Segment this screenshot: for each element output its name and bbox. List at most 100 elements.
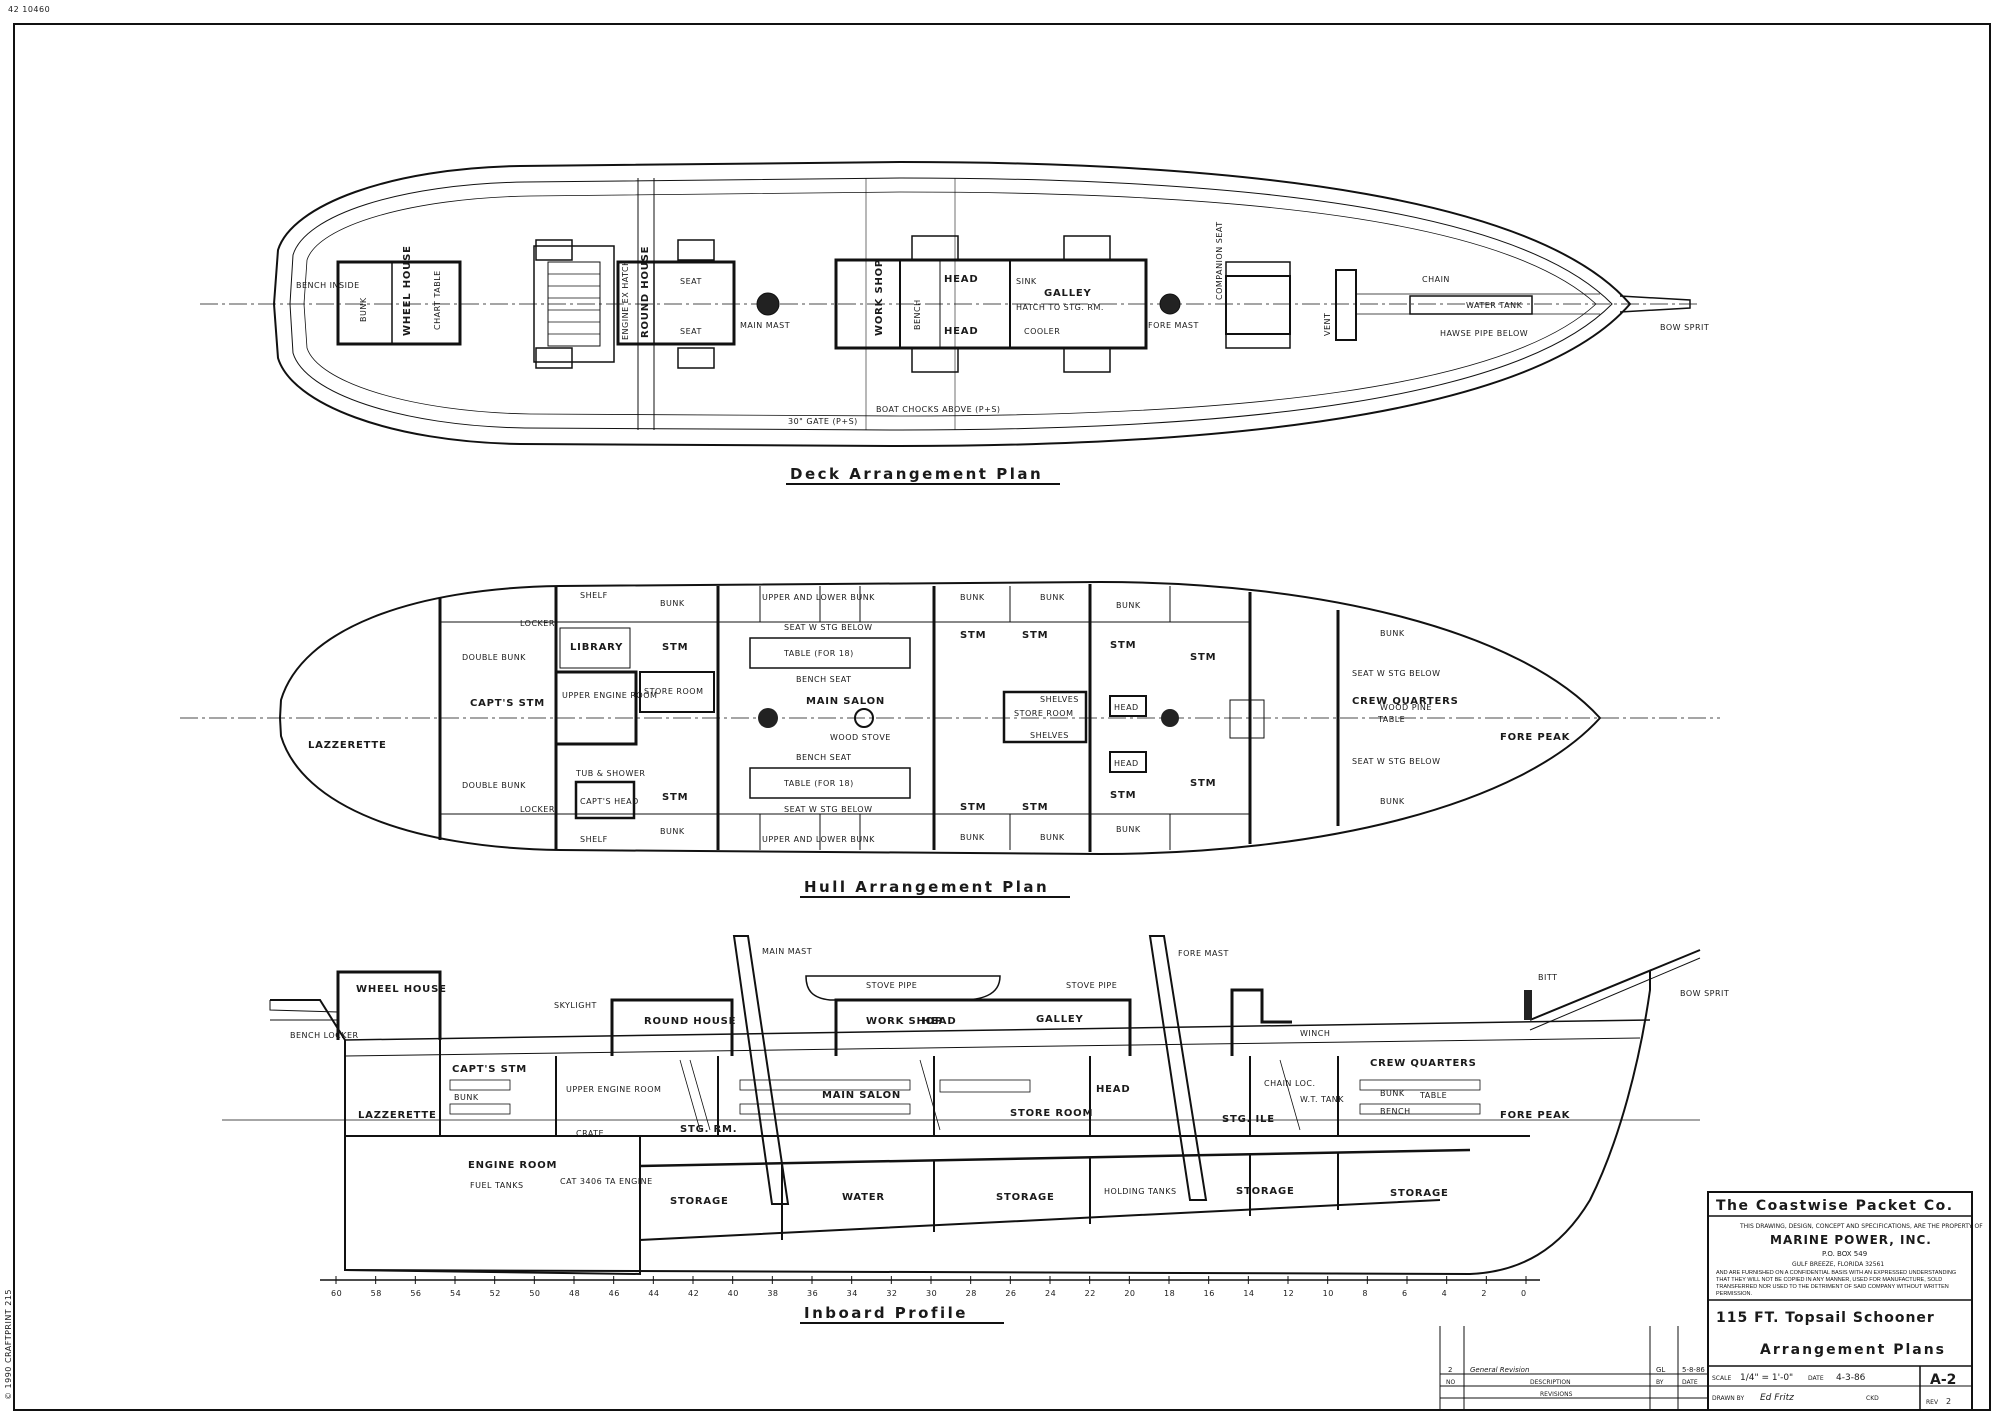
deck-companion-seat-2: [1225, 333, 1291, 349]
profile-fore-mast-label: FORE MAST: [1178, 949, 1229, 958]
hull-table-label-3: TABLE: [1377, 715, 1405, 724]
profile-stg-ile-label: STG. ILE: [1222, 1114, 1275, 1125]
profile-stern-rail: [269, 1000, 339, 1021]
deck-gate-label: 30" GATE (P+S): [788, 417, 858, 426]
title-date-label: DATE: [1808, 1375, 1824, 1382]
title-ckd-label: CKD: [1866, 1395, 1879, 1402]
scale-number: 38: [767, 1289, 778, 1298]
rev-row-desc: General Revision: [1470, 1366, 1529, 1374]
hull-bench-seat-label-2: BENCH SEAT: [796, 753, 852, 762]
hull-wood-stove: [854, 708, 874, 728]
hull-main-salon-label: MAIN SALON: [806, 696, 885, 707]
profile-table-label: TABLE: [1419, 1091, 1447, 1100]
rev-header-desc: DESCRIPTION: [1530, 1379, 1571, 1386]
hull-head-2: [1109, 751, 1147, 773]
scale-number: 0: [1521, 1289, 1527, 1298]
hull-bunk-small-4: BUNK: [1040, 593, 1065, 602]
hull-double-bunk-label-1: DOUBLE BUNK: [462, 653, 526, 662]
scale-number: 20: [1124, 1289, 1135, 1298]
hull-store-room-fwd: [1002, 690, 1088, 744]
deck-bench-label: BENCH: [913, 299, 922, 330]
scale-number: 46: [609, 1289, 620, 1298]
deck-seat-label-1: SEAT: [680, 277, 702, 286]
hull-shelves-label-2: SHELVES: [1030, 731, 1069, 740]
deck-water-tank-label: WATER TANK: [1466, 301, 1523, 310]
deck-head-label-2: HEAD: [944, 326, 978, 337]
hull-shelves-label-1: SHELVES: [1040, 695, 1079, 704]
scale-number: 50: [529, 1289, 540, 1298]
profile-bowsprit-2: [1529, 957, 1701, 1031]
inboard-profile: WHEEL HOUSE BENCH LOCKER SKYLIGHT ROUND …: [222, 935, 1729, 1324]
hull-library-label: LIBRARY: [570, 642, 623, 653]
hull-capts-head: [574, 780, 636, 820]
deck-sink-label: SINK: [1016, 277, 1037, 286]
deck-round-house: [616, 260, 736, 346]
scale-number: 22: [1085, 1289, 1096, 1298]
profile-holding-tanks-label: HOLDING TANKS: [1104, 1187, 1177, 1196]
profile-bench-locker-label: BENCH LOCKER: [290, 1031, 359, 1040]
hull-salon-table-1: [749, 637, 911, 669]
profile-storage-label-2: STORAGE: [996, 1192, 1055, 1203]
hull-bunk-small-10: BUNK: [1380, 797, 1405, 806]
hull-stairs: [1229, 699, 1265, 739]
deck-engine-ex-hatch-label: ENGINE EX HATCH: [621, 259, 630, 340]
hull-stm-label-4: STM: [1022, 630, 1048, 641]
hull-store-room-label: STORE ROOM: [644, 687, 703, 696]
hull-double-bunk-label-2: DOUBLE BUNK: [462, 781, 526, 790]
deck-seat-box-4: [677, 347, 715, 369]
hull-bunk-small-5: BUNK: [960, 833, 985, 842]
deck-boat-chocks-label: BOAT CHOCKS ABOVE (P+S): [876, 405, 1001, 414]
hull-stm-label-6: STM: [1190, 652, 1216, 663]
scale-number: 34: [847, 1289, 858, 1298]
hull-store-room: [639, 671, 715, 713]
scale-number: 8: [1362, 1289, 1368, 1298]
deck-galley-house: [834, 258, 1148, 350]
title-vessel: 115 FT. Topsail Schooner: [1716, 1310, 1935, 1326]
hull-main-mast: [758, 708, 778, 728]
title-drawn-value: Ed Fritz: [1760, 1393, 1794, 1403]
profile-capts-stm-label: CAPT'S STM: [452, 1064, 527, 1075]
deck-work-shop-label: WORK SHOP: [874, 259, 885, 336]
hull-upper-engine-room: [554, 670, 638, 746]
title-drawn-label: DRAWN BY: [1712, 1395, 1744, 1402]
profile-water-tank-label: W.T. TANK: [1300, 1095, 1344, 1104]
profile-stove-pipe-label-2: STOVE PIPE: [1066, 981, 1117, 990]
hull-shelf-label-2: SHELF: [580, 835, 608, 844]
profile-storage-label-1: STORAGE: [670, 1196, 729, 1207]
hull-locker-label-2: LOCKER: [520, 805, 555, 814]
profile-upper-engine-label: UPPER ENGINE ROOM: [566, 1085, 661, 1094]
rev-row-date: 5-8-86: [1682, 1366, 1705, 1374]
profile-main-salon-label: MAIN SALON: [822, 1090, 901, 1101]
deck-engine-hatch-inner: [547, 261, 601, 347]
hull-capts-head-label: CAPT'S HEAD: [580, 797, 639, 806]
deck-main-mast-label: MAIN MAST: [740, 321, 790, 330]
profile-main-mast: [732, 935, 790, 1205]
hull-plan-title: Hull Arrangement Plan: [804, 878, 1049, 896]
deck-water-tank: [1409, 295, 1533, 315]
hull-bunk-small-7: BUNK: [1116, 601, 1141, 610]
hull-store-room-fwd-label: STORE ROOM: [1014, 709, 1073, 718]
deck-companion-seat-1: [1225, 261, 1291, 277]
profile-fore-mast: [1148, 935, 1208, 1201]
profile-winch-label: WINCH: [1300, 1029, 1330, 1038]
deck-plan: WHEEL HOUSE CHART TABLE BENCH INSIDE BUN…: [200, 160, 1709, 485]
deck-bench-inside-label: BENCH INSIDE: [296, 281, 360, 290]
scale-number: 26: [1005, 1289, 1016, 1298]
hull-bunk-small-8: BUNK: [1116, 825, 1141, 834]
hull-stm-label-1: STM: [662, 642, 688, 653]
scale-number: 14: [1243, 1289, 1254, 1298]
deck-fore-mast: [1159, 293, 1181, 315]
hull-table-label-2: TABLE (FOR 18): [783, 779, 854, 788]
scale-number: 32: [886, 1289, 897, 1298]
profile-crate-label: CRATE: [576, 1129, 604, 1138]
title-po-box: P.O. BOX 549: [1822, 1250, 1867, 1258]
deck-cooler-label: COOLER: [1024, 327, 1060, 336]
profile-galley-label: GALLEY: [1036, 1014, 1084, 1025]
profile-head-label: HEAD: [922, 1016, 956, 1027]
profile-fore-house: [1230, 988, 1292, 1056]
scale-number: 24: [1045, 1289, 1056, 1298]
title-rev-value: 2: [1946, 1397, 1951, 1406]
profile-storage-label-4: STORAGE: [1390, 1188, 1449, 1199]
hull-fore-mast: [1161, 709, 1179, 727]
